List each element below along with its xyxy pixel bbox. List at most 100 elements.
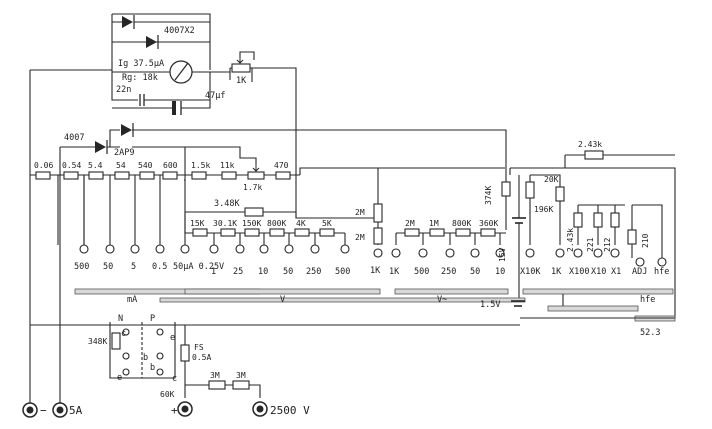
dcv-res-5k xyxy=(319,228,335,237)
switch-bar-ohm xyxy=(522,288,674,295)
socket-n-b[interactable] xyxy=(122,352,130,360)
res-348k-label: 348K xyxy=(88,337,107,346)
acv-label-50: 50 xyxy=(470,267,480,277)
acv-res-2m xyxy=(404,228,420,237)
dca-label-50: 50 xyxy=(103,262,113,272)
acv-chain: 2M 1M 800K 360K 1K 500 250 50 10 xyxy=(389,219,506,277)
ohm-label-x1: X1 xyxy=(611,267,621,277)
range-acv-50[interactable] xyxy=(470,248,480,258)
range-dca-5[interactable] xyxy=(130,244,140,254)
range-acv-500[interactable] xyxy=(418,248,428,258)
ohm-network: 196K 20K 2.43k 2.43k 221 212 210 X10K 1K… xyxy=(520,140,675,277)
range-acv-1k[interactable] xyxy=(391,248,401,258)
jack-com[interactable] xyxy=(22,402,38,418)
battery-15v-label: 15V xyxy=(498,247,507,262)
shunt-label-4: 540 xyxy=(138,161,153,170)
dcv-res-label-4: 4K xyxy=(296,219,306,228)
range-dcv-250[interactable] xyxy=(310,244,320,254)
jack-2500v[interactable] xyxy=(252,401,268,417)
fuse-block: FS 0.5A 60K 3M 3M xyxy=(160,325,261,399)
shunt-label-6: 1.5k xyxy=(191,161,210,170)
socket-n-e[interactable] xyxy=(122,368,130,376)
socket-b-right-label: b xyxy=(150,363,155,373)
range-acv-10[interactable] xyxy=(495,248,505,258)
range-dca-500[interactable] xyxy=(79,244,89,254)
ohm-res-221 xyxy=(593,212,603,228)
range-dca-0.5[interactable] xyxy=(155,244,165,254)
acv-label-10: 10 xyxy=(495,267,505,277)
acv-res-1m xyxy=(429,228,445,237)
ohm-res-212 xyxy=(610,212,620,228)
shunt-0.06 xyxy=(35,171,51,180)
shunt-label-7: 11k xyxy=(220,161,235,170)
res-2m-top xyxy=(373,203,383,223)
socket-p-e[interactable] xyxy=(156,328,164,336)
socket-n-c[interactable] xyxy=(122,328,130,336)
socket-e-left-label: e xyxy=(117,373,122,383)
shunt-600 xyxy=(162,171,178,180)
pot-1.7k xyxy=(247,171,265,180)
meter-rg-label: Rg: 18k xyxy=(122,73,158,83)
range-adj[interactable] xyxy=(635,257,645,267)
acv-res-800k xyxy=(455,228,471,237)
range-hfe[interactable] xyxy=(657,257,667,267)
shunt-470 xyxy=(275,171,291,180)
range-ohm-1k[interactable] xyxy=(555,248,565,258)
switch-bars: mA V V~ hfe 1.5V 52.3 xyxy=(74,288,676,338)
shunt-1.5k xyxy=(191,171,207,180)
dcv-res-800k xyxy=(269,228,285,237)
res-3m-b-label: 3M xyxy=(236,371,246,380)
acv-label-1k: 1K xyxy=(389,267,400,277)
res-2m-bottom xyxy=(373,227,383,245)
ohm-res-label-3: 210 xyxy=(641,233,650,248)
range-dcv-10[interactable] xyxy=(259,244,269,254)
ohm-res-label-2: 212 xyxy=(603,237,612,252)
range-1k-left[interactable] xyxy=(373,248,383,258)
range-ohm-x10[interactable] xyxy=(593,248,603,258)
jack-plus[interactable] xyxy=(177,401,193,417)
meter-section: 4007X2 Ig 37.5μA Rg: 18k 22n 47μf 1K xyxy=(30,13,297,218)
cap-47uf-label: 47μf xyxy=(205,91,225,101)
range-ohm-x10k[interactable] xyxy=(525,248,535,258)
socket-p-c[interactable] xyxy=(156,368,164,376)
range-dcv-25[interactable] xyxy=(235,244,245,254)
range-dca-50ua[interactable] xyxy=(180,244,190,254)
jack-5a-label: 5A xyxy=(69,404,83,417)
battery-15v-icon xyxy=(512,217,526,224)
range-dca-50[interactable] xyxy=(105,244,115,254)
bar-label-acv: V~ xyxy=(437,295,447,305)
res-196k-label: 196K xyxy=(534,205,553,214)
range-dcv-50[interactable] xyxy=(284,244,294,254)
dcv-label-50: 50 xyxy=(283,267,293,277)
diode-block-label: 4007X2 xyxy=(164,26,195,36)
battery-1.5v-label: 1.5V xyxy=(480,300,500,310)
pot-1.7k-label: 1.7k xyxy=(243,183,262,192)
dca-taps: 500 50 5 0.5 50μA 0.25V xyxy=(57,175,224,272)
ohm-label-x10: X10 xyxy=(591,267,606,277)
acv-res-label-2: 800K xyxy=(452,219,471,228)
range-dcv-500[interactable] xyxy=(340,244,350,254)
range-ohm-x1[interactable] xyxy=(610,248,620,258)
ohm-label-x10k: X10K xyxy=(520,267,541,277)
res-3m-b xyxy=(232,380,250,390)
dcv-label-10: 10 xyxy=(258,267,268,277)
hv-stack: 2M 2M 1K xyxy=(355,168,383,276)
res-196k xyxy=(525,181,535,199)
jack-com-label: − xyxy=(40,404,47,417)
fuse-rating-label: 0.5A xyxy=(192,353,211,362)
jack-5a[interactable] xyxy=(52,402,68,418)
socket-n-label: N xyxy=(118,314,123,324)
dcv-res-label-2: 150K xyxy=(242,219,261,228)
switch-bar-v xyxy=(184,288,381,295)
pot-1k-label: 1K xyxy=(236,76,247,86)
dcv-res-label-0: 15K xyxy=(190,219,205,228)
range-acv-250[interactable] xyxy=(445,248,455,258)
shunt-label-2: 5.4 xyxy=(88,161,103,170)
socket-p-b[interactable] xyxy=(156,352,164,360)
range-ohm-x100[interactable] xyxy=(573,248,583,258)
range-dcv-1[interactable] xyxy=(209,244,219,254)
dca-label-500: 500 xyxy=(74,262,89,272)
res-2m-top-label: 2M xyxy=(355,208,365,217)
ohm-label-x100: X100 xyxy=(569,267,589,277)
res-3m-a xyxy=(208,380,226,390)
